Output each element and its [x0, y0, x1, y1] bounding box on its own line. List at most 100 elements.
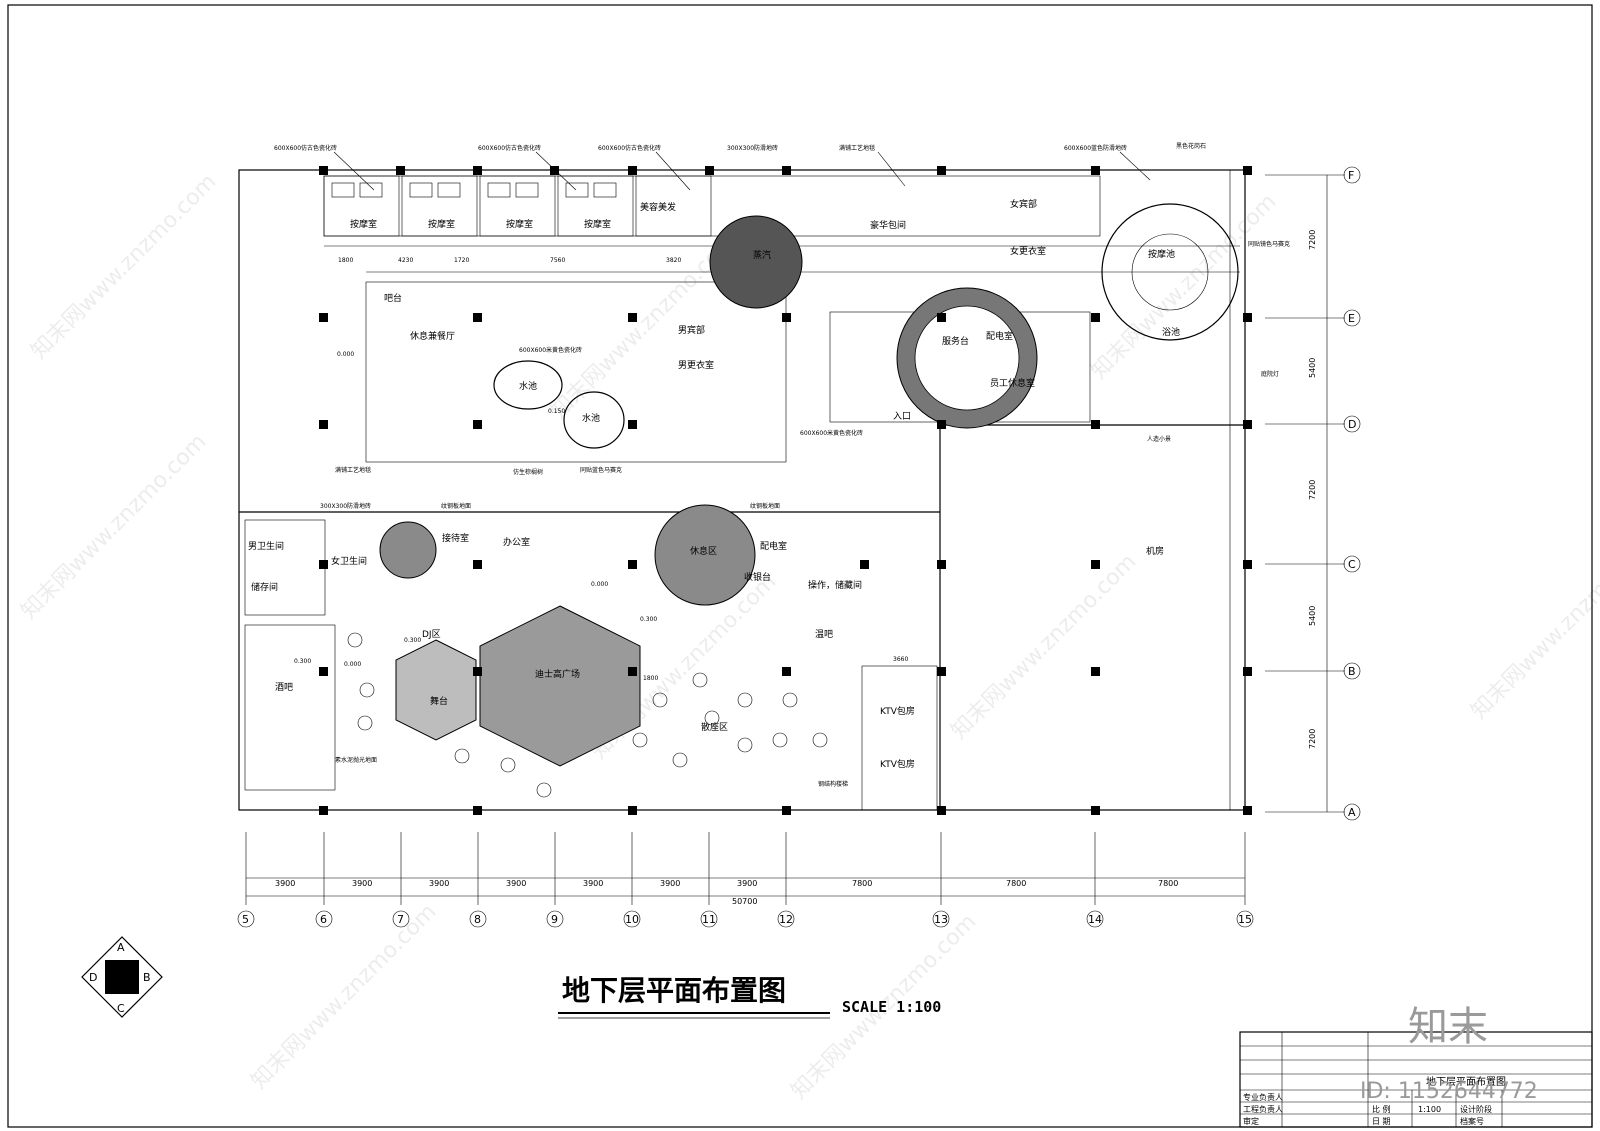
room-label-ladies-change: 女更衣室 [1010, 245, 1046, 257]
room-label-ladies-wc: 女卫生间 [331, 555, 367, 567]
room-label-pool: 水池 [582, 412, 600, 424]
title-block-role: 审定 [1243, 1116, 1259, 1126]
dim-text: 3900 [506, 879, 526, 888]
note-label: 纹钢板地面 [441, 502, 471, 510]
dim-text: 1720 [454, 257, 469, 264]
room-label-dj: DJ区 [422, 629, 441, 640]
dim-text: 3900 [352, 879, 372, 888]
note-label: 人造小景 [1147, 435, 1171, 443]
room-label-bar: 吧台 [384, 292, 402, 304]
title-block-name: 地下层平面布置图 [1426, 1075, 1506, 1088]
dim-text: 7800 [1158, 879, 1178, 888]
room-labels: 按摩室 按摩室 按摩室 按摩室 美容美发 豪华包间 女宾部 女更衣室 按摩池 浴… [248, 198, 1180, 770]
axis-bubble: 11 [702, 913, 716, 926]
room-label-warm: 温吧 [815, 629, 833, 640]
dim-text: 3900 [737, 879, 757, 888]
room-label-plant: 机房 [1146, 545, 1164, 557]
direction-key: A B C D [81, 936, 163, 1018]
room-label-service: 服务台 [942, 335, 969, 347]
axis-bubble: 5 [242, 913, 249, 926]
bottom-dimension-chain: 3900 3900 3900 3900 3900 3900 3900 7800 … [245, 832, 1246, 906]
note-label: 300X300防滑地砖 [727, 144, 778, 152]
room-label-massage: 按摩室 [428, 218, 455, 230]
axis-bubble: 15 [1238, 913, 1252, 926]
dim-text: 7800 [852, 879, 872, 888]
structural-columns [319, 166, 1252, 815]
title-block-field: 比 例 [1372, 1104, 1391, 1114]
interior-dimensions: 1800 4230 1720 7560 3820 [338, 257, 681, 264]
dim-text: 1800 [338, 257, 353, 264]
elevation-label: 0.300 [404, 637, 421, 644]
drawing-title: 地下层平面布置图 [562, 974, 786, 1007]
room-label-ktv: KTV包房 [880, 705, 915, 717]
elevation-label: 0.150 [548, 408, 565, 415]
pool-and-floor-features [379, 203, 1239, 767]
room-label-pool: 水池 [519, 380, 537, 392]
axis-bubble: D [1348, 418, 1356, 431]
room-label-ladies-bath: 女宾部 [1010, 198, 1037, 210]
room-label-vip: 豪华包间 [870, 219, 906, 231]
axis-bubble: A [1348, 806, 1356, 819]
axis-bubble: F [1348, 169, 1354, 182]
axis-bubble: 13 [934, 913, 948, 926]
compass-letter: B [143, 971, 151, 984]
room-label-office: 办公室 [503, 536, 530, 548]
dim-total: 50700 [732, 897, 757, 906]
dim-text: 7560 [550, 257, 565, 264]
note-label: 600X600蓝色防滑地砖 [1064, 144, 1127, 152]
elevation-label: 0.300 [294, 658, 311, 665]
dim-text: 5400 [1308, 358, 1317, 378]
dim-text: 3820 [666, 257, 681, 264]
room-label-power: 配电室 [986, 330, 1013, 342]
room-label-op: 操作，储藏间 [808, 579, 862, 591]
room-label-ktv: KTV包房 [880, 758, 915, 770]
note-label: 300X300防滑地砖 [320, 502, 371, 510]
massage-room-row [323, 175, 712, 237]
dim-text: 7200 [1308, 729, 1317, 749]
title-block-value: 1:100 [1418, 1105, 1441, 1114]
material-notes: 600X600仿古色瓷化砖 600X600仿古色瓷化砖 600X600仿古色瓷化… [274, 142, 1290, 788]
room-label-store: 储存间 [251, 581, 278, 593]
note-label: 600X600米黄色瓷化砖 [519, 346, 582, 354]
room-label-wine: 酒吧 [275, 682, 293, 693]
building-walls [238, 169, 1246, 811]
note-label: 同贴镜色马赛克 [1248, 240, 1290, 248]
room-label-massage: 按摩室 [506, 218, 533, 230]
room-label-mens-bath: 男宾部 [678, 324, 705, 336]
room-label-massage-pool: 按摩池 [1148, 248, 1175, 260]
axis-bubble: 9 [551, 913, 558, 926]
elevation-label: 0.000 [591, 581, 608, 588]
note-label: 同贴蓝色马赛克 [580, 466, 622, 474]
dimension-note: 1800 [643, 675, 658, 682]
dim-text: 3900 [275, 879, 295, 888]
seating-tables [347, 632, 828, 798]
dim-text: 3900 [660, 879, 680, 888]
title-block-field: 日 期 [1372, 1117, 1391, 1126]
note-label: 纹钢板地面 [750, 502, 780, 510]
elevation-label: 0.000 [337, 351, 354, 358]
note-label: 600X600仿古色瓷化砖 [274, 144, 337, 152]
title-block-table: 地下层平面布置图 专业负责人 工程负责人 审定 比 例 1:100 日 期 设计… [1239, 1031, 1593, 1128]
dim-text: 3900 [429, 879, 449, 888]
note-label: 黑色花岗石 [1176, 142, 1206, 150]
compass-letter: A [117, 941, 125, 954]
room-label-dance: 舞台 [430, 695, 448, 707]
room-label-beauty: 美容美发 [640, 201, 676, 213]
dim-text: 7200 [1308, 230, 1317, 250]
sheet-frame [7, 4, 1593, 1128]
room-label-sauna: 蒸汽 [753, 249, 771, 261]
axis-bubble: 8 [474, 913, 481, 926]
image-id-text: ID: 1152644772 [1360, 1079, 1538, 1104]
room-label-disco: 迪士高广场 [535, 668, 580, 680]
room-label-seats: 散座区 [701, 721, 728, 733]
title-block-field: 设计阶段 [1460, 1104, 1492, 1114]
room-label-entry: 入口 [893, 411, 911, 422]
room-label-reception: 接待室 [442, 532, 469, 544]
room-label-mens-wc: 男卫生间 [248, 540, 284, 552]
note-label: 600X600仿古色瓷化砖 [478, 144, 541, 152]
dim-text: 5400 [1308, 606, 1317, 626]
room-label-staff: 员工休息室 [990, 377, 1035, 389]
axis-bubble: 10 [625, 913, 639, 926]
dim-text: 4230 [398, 257, 413, 264]
